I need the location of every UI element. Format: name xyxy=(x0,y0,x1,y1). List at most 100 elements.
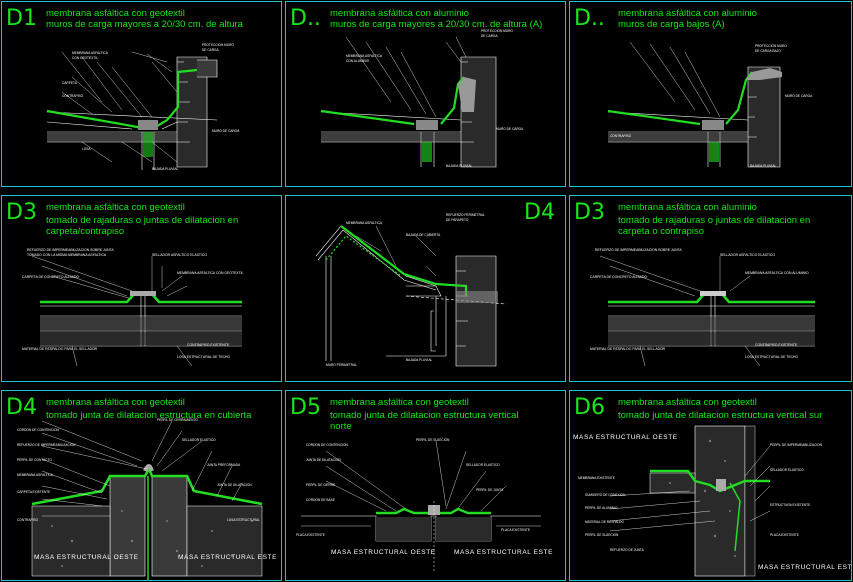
svg-text:BAJADA PLUVIAL: BAJADA PLUVIAL xyxy=(750,164,776,168)
detail-panel-d1-geotextil: D1 membrana asfáltica con geotextil muro… xyxy=(1,1,282,187)
detail-code: D4 xyxy=(524,200,555,225)
detail-subtitle: tomado de rajaduras o juntas de dilataci… xyxy=(46,215,239,226)
svg-text:REFUERZO DE JUNTA: REFUERZO DE JUNTA xyxy=(610,548,645,552)
svg-text:LOSA ESTRUCTURAL DE TECHO: LOSA ESTRUCTURAL DE TECHO xyxy=(177,355,230,359)
svg-text:PERFIL DE SUJECION: PERFIL DE SUJECION xyxy=(416,438,450,442)
svg-text:CORDON DE CONTENCION: CORDON DE CONTENCION xyxy=(17,428,59,432)
svg-text:PERFIL DE SUJECION: PERFIL DE SUJECION xyxy=(585,533,619,537)
svg-text:PROTECCION MURO: PROTECCION MURO xyxy=(481,29,513,33)
svg-text:PERFIL DE JUNTA: PERFIL DE JUNTA xyxy=(476,488,504,492)
svg-text:MEMBRANA ASFALTICA CON ALUMINI: MEMBRANA ASFALTICA CON ALUMINIO xyxy=(745,271,809,275)
svg-text:MEMBRANA ASFALTICA: MEMBRANA ASFALTICA xyxy=(72,51,109,55)
svg-text:SUMIDERO DE CONEXION: SUMIDERO DE CONEXION xyxy=(585,493,626,497)
svg-text:CONTRAPISO EXISTENTE: CONTRAPISO EXISTENTE xyxy=(755,343,798,347)
svg-text:CONTRAPISO: CONTRAPISO xyxy=(610,134,632,138)
masa-oeste-label: MASA ESTRUCTURAL OESTE xyxy=(573,434,678,441)
svg-text:MEMBRANA ASFALTICA: MEMBRANA ASFALTICA xyxy=(346,221,383,225)
svg-text:SELLADOR ELASTICO: SELLADOR ELASTICO xyxy=(182,438,216,442)
svg-text:CARPETA DE CONCRETO ALISADO: CARPETA DE CONCRETO ALISADO xyxy=(590,275,647,279)
detail-title: membrana asfáltica con geotextil xyxy=(330,397,469,408)
svg-text:CORDON DE CONTENCION: CORDON DE CONTENCION xyxy=(306,443,348,447)
expansion-joint-vertical-drawing: MASA ESTRUCTURAL OESTE MASA ESTRUCTURAL … xyxy=(296,438,553,571)
svg-text:CONTRAPISO EXISTENTE: CONTRAPISO EXISTENTE xyxy=(187,343,230,347)
detail-panel-d-aluminio-bajo: D.. membrana asfáltica con aluminio muro… xyxy=(569,1,852,187)
svg-text:MEMBRANA EXISTENTE: MEMBRANA EXISTENTE xyxy=(578,476,615,480)
detail-panel-d3-geotextil: D3 membrana asfáltica con geotextil toma… xyxy=(1,195,282,382)
svg-text:MATERIAL DE RESPALDO PARA EL S: MATERIAL DE RESPALDO PARA EL SELLADOR xyxy=(590,347,666,351)
svg-text:LOSA ESTRUCTURAL DE TECHO: LOSA ESTRUCTURAL DE TECHO xyxy=(745,355,798,359)
detail-subtitle: tomado de rajaduras o juntas de dilataci… xyxy=(618,215,811,226)
svg-text:SELLADOR ASFALTICO ELASTICO: SELLADOR ASFALTICO ELASTICO xyxy=(720,253,775,257)
svg-text:CONTRAPISO: CONTRAPISO xyxy=(62,94,84,98)
svg-text:TOMADO CON LA MISMA MEMBRANA A: TOMADO CON LA MISMA MEMBRANA ASFALTICA xyxy=(27,253,107,257)
svg-text:PLACA EXISTENTE: PLACA EXISTENTE xyxy=(501,528,530,532)
svg-text:PROTECCION MURO: PROTECCION MURO xyxy=(755,44,787,48)
detail-title: membrana asfáltica con geotextil xyxy=(46,202,185,213)
detail-subtitle-line2: carpeta o contrapiso xyxy=(618,226,705,237)
detail-code: D4 xyxy=(6,395,37,420)
crack-joint-detail-drawing: REFUERZO DE IMPERMEABILIZACION SOBRE JUN… xyxy=(590,248,815,367)
detail-panel-d4-roof: D4 MEMBRANA ASFALTICA REFUERZO PERIMETRA… xyxy=(285,195,566,382)
roof-eave-detail-drawing: MEMBRANA ASFALTICA REFUERZO PERIMETRALDE… xyxy=(315,213,507,367)
masa-este-label: MASA ESTRUCTURAL ESTE xyxy=(178,554,277,561)
detail-title: membrana asfáltica con geotextil xyxy=(618,397,757,408)
svg-text:ESTRUCTURA EXISTENTE: ESTRUCTURA EXISTENTE xyxy=(770,503,810,507)
svg-text:BAJADA PLUVIAL: BAJADA PLUVIAL xyxy=(406,358,432,362)
svg-text:MATERIAL DE RESPALDO PARA EL S: MATERIAL DE RESPALDO PARA EL SELLADOR xyxy=(22,347,98,351)
detail-subtitle-line2: carpeta/contrapiso xyxy=(46,226,125,237)
svg-text:MEMBRANA ASFALTICA: MEMBRANA ASFALTICA xyxy=(346,54,383,58)
detail-subtitle: tomado junta de dilatacion estructura ve… xyxy=(330,410,519,421)
svg-text:MEMBRANA ASFALTICA CON GEOTEXT: MEMBRANA ASFALTICA CON GEOTEXTIL xyxy=(177,271,244,275)
svg-text:REFUERZO DE IMPERMEABILIZACION: REFUERZO DE IMPERMEABILIZACION xyxy=(17,443,76,447)
svg-text:JUNTA DE DILATACION: JUNTA DE DILATACION xyxy=(306,458,341,462)
detail-panel-d5-junta-vertical-norte: D5 membrana asfáltica con geotextil toma… xyxy=(285,390,566,581)
detail-title: membrana asfáltica con aluminio xyxy=(618,202,757,213)
svg-text:CONTRAPISO: CONTRAPISO xyxy=(17,518,39,522)
svg-text:DE PARAPETO: DE PARAPETO xyxy=(446,218,469,222)
svg-text:MEMBRANA ASFALTICA: MEMBRANA ASFALTICA xyxy=(17,473,54,477)
svg-text:SELLADOR ELASTICO: SELLADOR ELASTICO xyxy=(466,463,500,467)
detail-panel-d6-junta-vertical-sur: D6 membrana asfáltica con geotextil toma… xyxy=(569,390,852,581)
detail-code: D3 xyxy=(6,200,37,225)
svg-text:CARPETA DE CONCRETO ALISADO: CARPETA DE CONCRETO ALISADO xyxy=(22,275,79,279)
svg-text:PERFIL DE CERRAMIENTO: PERFIL DE CERRAMIENTO xyxy=(157,418,198,422)
svg-text:CON GEOTEXTIL: CON GEOTEXTIL xyxy=(72,56,98,60)
svg-text:CORDON DE BASE: CORDON DE BASE xyxy=(306,498,335,502)
detail-code: D.. xyxy=(290,6,321,31)
svg-text:MURO DE CARGA: MURO DE CARGA xyxy=(212,129,240,133)
svg-text:BAJADA PLUVIAL: BAJADA PLUVIAL xyxy=(152,167,178,171)
svg-text:MURO DE CARGA: MURO DE CARGA xyxy=(496,127,524,131)
detail-subtitle: muros de carga bajos (A) xyxy=(618,19,725,30)
svg-text:SELLADOR ELASTICO: SELLADOR ELASTICO xyxy=(770,468,804,472)
detail-subtitle: tomado junta de dilatacion estructura ve… xyxy=(618,410,823,421)
svg-text:BAJADA DE CUBIERTA: BAJADA DE CUBIERTA xyxy=(406,233,441,237)
svg-text:LOSA ESTRUCTURAL: LOSA ESTRUCTURAL xyxy=(227,518,260,522)
svg-text:SELLADOR ASFALTICO ELASTICO: SELLADOR ASFALTICO ELASTICO xyxy=(152,253,207,257)
detail-code: D1 xyxy=(6,6,37,31)
svg-text:CARPETA EXISTENTE: CARPETA EXISTENTE xyxy=(17,490,50,494)
detail-code: D.. xyxy=(574,6,605,31)
detail-title: membrana asfáltica con geotextil xyxy=(46,8,185,19)
svg-text:LOSA: LOSA xyxy=(82,147,91,151)
expansion-joint-vertical-south-drawing: MASA ESTRUCTURAL OESTE MASA ESTRUCTURAL … xyxy=(573,425,851,577)
detail-subtitle: muros de carga mayores a 20/30 cm. de al… xyxy=(46,19,243,30)
svg-text:REFUERZO PERIMETRAL: REFUERZO PERIMETRAL xyxy=(446,213,485,217)
svg-text:CARPETA: CARPETA xyxy=(62,81,78,85)
svg-text:JUNTA DE DILATACION: JUNTA DE DILATACION xyxy=(217,483,252,487)
svg-text:DE CARGA BAJO: DE CARGA BAJO xyxy=(755,49,781,53)
svg-text:PROTECCION MURO: PROTECCION MURO xyxy=(202,43,234,47)
detail-panel-d3-aluminio: D3 membrana asfáltica con aluminio tomad… xyxy=(569,195,852,382)
svg-text:PERFIL DE CONTACTO: PERFIL DE CONTACTO xyxy=(17,458,52,462)
detail-title: membrana asfáltica con aluminio xyxy=(330,8,469,19)
svg-text:PERFIL DE IMPERMEABILIZACION: PERFIL DE IMPERMEABILIZACION xyxy=(770,443,823,447)
expansion-joint-roof-drawing: MASA ESTRUCTURAL OESTE MASA ESTRUCTURAL … xyxy=(17,418,277,580)
svg-text:MURO DE CARGA: MURO DE CARGA xyxy=(785,94,813,98)
crack-joint-detail-drawing: REFUERZO DE IMPERMEABILIZACION SOBRE JUN… xyxy=(22,248,244,367)
svg-text:MURO PERIMETRAL: MURO PERIMETRAL xyxy=(326,363,357,367)
detail-code: D3 xyxy=(574,200,605,225)
svg-text:PERFIL DE CIERRE: PERFIL DE CIERRE xyxy=(306,483,335,487)
svg-text:CON ALUMINIO: CON ALUMINIO xyxy=(346,59,370,63)
detail-code: D5 xyxy=(290,395,321,420)
